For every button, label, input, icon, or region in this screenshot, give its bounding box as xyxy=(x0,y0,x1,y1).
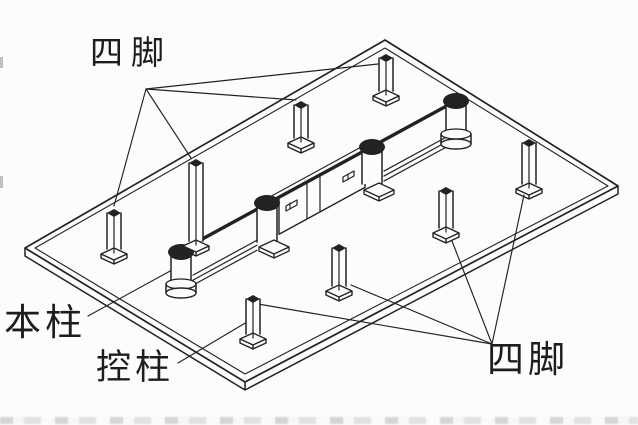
control-post xyxy=(239,295,267,350)
mid-column-left xyxy=(254,195,290,259)
main-column-right xyxy=(440,93,472,150)
leg-bottom-mid-four-leg-post xyxy=(325,244,353,302)
label-sijiao-bottom: 四脚 xyxy=(487,338,569,381)
scan-edge-mark xyxy=(0,57,3,68)
leg-left-corner-four-leg-post xyxy=(100,209,128,265)
leg-left-mid-four-leg-post xyxy=(182,159,210,257)
mid-column-right xyxy=(359,139,395,202)
leg-top-corner-four-leg-post xyxy=(372,54,400,107)
main-column-left xyxy=(165,244,197,299)
base-plate xyxy=(24,39,619,391)
label-main-column: 本柱 xyxy=(4,301,86,344)
leg-right-corner-four-leg-post xyxy=(515,139,543,200)
leader-lines xyxy=(87,63,525,364)
scan-edge-mark xyxy=(0,176,3,188)
label-control-post: 控柱 xyxy=(96,348,175,388)
leg-right-mid-four-leg-post xyxy=(432,187,460,244)
scan-artifact-strip xyxy=(0,417,638,424)
leg-top-mid-four-leg-post xyxy=(287,101,315,154)
beam-assembly xyxy=(182,101,454,286)
label-sijiao-top: 四脚 xyxy=(90,33,172,72)
